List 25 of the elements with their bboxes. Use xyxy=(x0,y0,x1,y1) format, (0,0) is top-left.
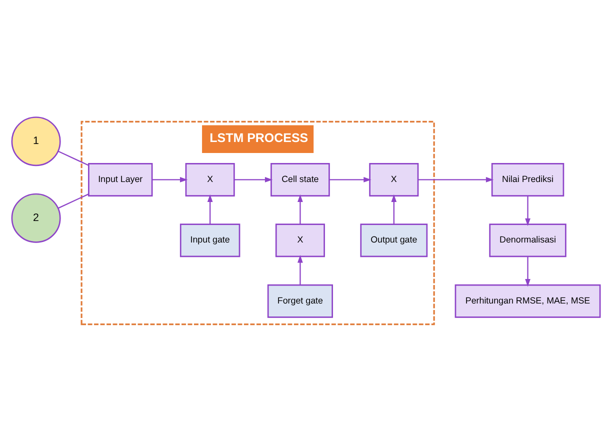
arrow xyxy=(391,194,397,224)
arrow xyxy=(329,176,372,182)
node-box: Input Layer xyxy=(88,162,153,196)
node-box: X xyxy=(369,162,419,196)
node-box: Nilai Prediksi xyxy=(491,162,564,196)
node-box: Denormalisasi xyxy=(489,223,566,257)
node-box: Input gate xyxy=(180,223,240,257)
node-box: Perhitungan RMSE, MAE, MSE xyxy=(454,284,601,318)
arrow xyxy=(418,176,494,182)
arrow xyxy=(207,194,213,224)
node-box: X xyxy=(275,223,325,257)
node-box: Forget gate xyxy=(267,284,333,318)
connector xyxy=(58,150,89,166)
node-circle: 1 xyxy=(11,116,61,166)
node-box: Output gate xyxy=(360,223,428,257)
arrow xyxy=(152,176,188,182)
node-box: X xyxy=(185,162,235,196)
arrow xyxy=(234,176,273,182)
arrow xyxy=(525,256,530,286)
node-circle: 2 xyxy=(11,192,61,242)
connector xyxy=(58,193,89,208)
node-box: Cell state xyxy=(270,162,330,196)
arrow xyxy=(298,194,303,224)
arrow xyxy=(525,196,530,226)
arrow xyxy=(298,254,303,284)
